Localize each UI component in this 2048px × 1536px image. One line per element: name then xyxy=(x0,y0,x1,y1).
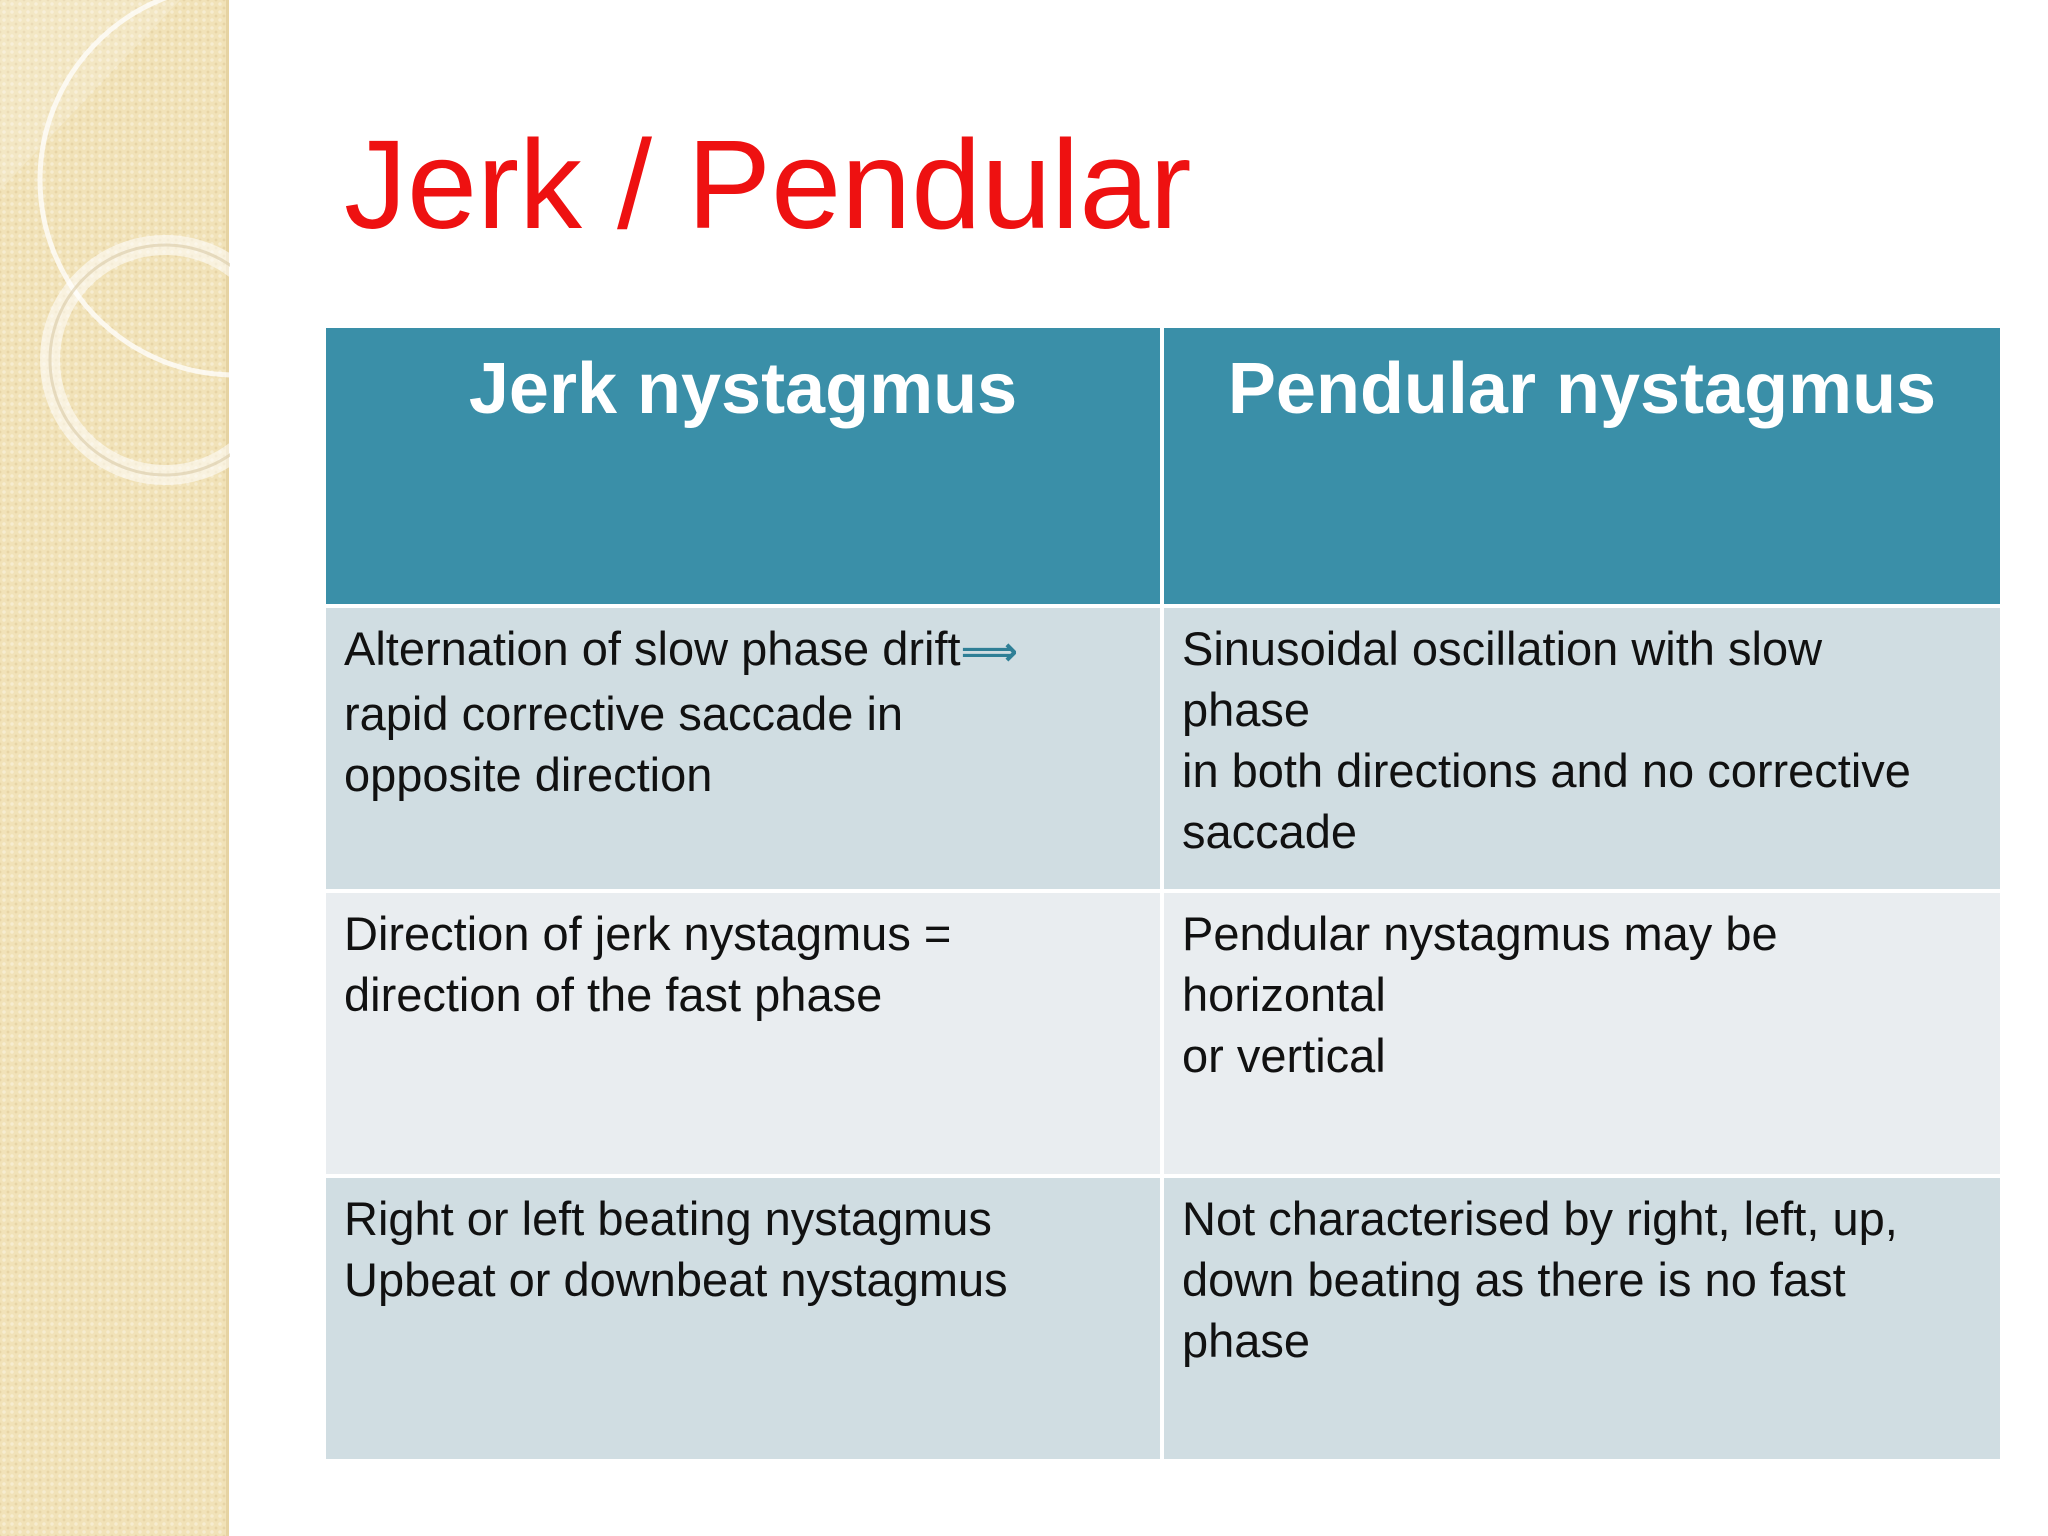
table-cell-jerk: Direction of jerk nystagmus = direction … xyxy=(322,889,1164,1178)
cell-line: Right or left beating nystagmus xyxy=(344,1192,992,1245)
table-row: Direction of jerk nystagmus = direction … xyxy=(322,889,2004,1178)
cell-line: opposite direction xyxy=(344,748,713,801)
cell-line: rapid corrective saccade in xyxy=(344,687,904,740)
table-cell-pendular: Sinusoidal oscillation with slow phase i… xyxy=(1160,604,2004,893)
cell-line: phase xyxy=(1182,683,1311,736)
table-cell-jerk: Right or left beating nystagmus Upbeat o… xyxy=(322,1174,1164,1463)
cell-line: Pendular nystagmus may be xyxy=(1182,907,1778,960)
header-jerk-nystagmus: Jerk nystagmus xyxy=(322,324,1164,608)
cell-line: saccade xyxy=(1182,805,1358,858)
slide-title: Jerk / Pendular xyxy=(344,114,1192,255)
table-row: Alternation of slow phase drift⟹ rapid c… xyxy=(322,604,2004,893)
cell-line: Alternation of slow phase drift⟹ xyxy=(344,618,1142,683)
cell-line: Not characterised by right, left, up, xyxy=(1182,1192,1898,1245)
double-arrow-right-icon: ⟹ xyxy=(960,630,1018,674)
header-pendular-nystagmus: Pendular nystagmus xyxy=(1160,324,2004,608)
cell-line: Sinusoidal oscillation with slow xyxy=(1182,622,1823,675)
cell-line: down beating as there is no fast xyxy=(1182,1253,1846,1306)
cell-line: direction of the fast phase xyxy=(344,968,883,1021)
cell-line: phase xyxy=(1182,1314,1311,1367)
table-cell-pendular: Pendular nystagmus may be horizontal or … xyxy=(1160,889,2004,1178)
cell-line: horizontal xyxy=(1182,968,1386,1021)
cell-line: Upbeat or downbeat nystagmus xyxy=(344,1253,1008,1306)
cell-line: or vertical xyxy=(1182,1029,1386,1082)
cell-text: Alternation of slow phase drift xyxy=(344,622,961,675)
table-cell-pendular: Not characterised by right, left, up, do… xyxy=(1160,1174,2004,1463)
side-strip-edge xyxy=(226,0,229,1536)
decorative-rings xyxy=(0,0,230,485)
cell-line: in both directions and no corrective xyxy=(1182,744,1911,797)
table-header-row: Jerk nystagmus Pendular nystagmus xyxy=(322,324,2004,608)
table-row: Right or left beating nystagmus Upbeat o… xyxy=(322,1174,2004,1463)
comparison-table: Jerk nystagmus Pendular nystagmus Altern… xyxy=(322,324,2004,1463)
table-cell-jerk: Alternation of slow phase drift⟹ rapid c… xyxy=(322,604,1164,893)
cell-line: Direction of jerk nystagmus = xyxy=(344,907,952,960)
